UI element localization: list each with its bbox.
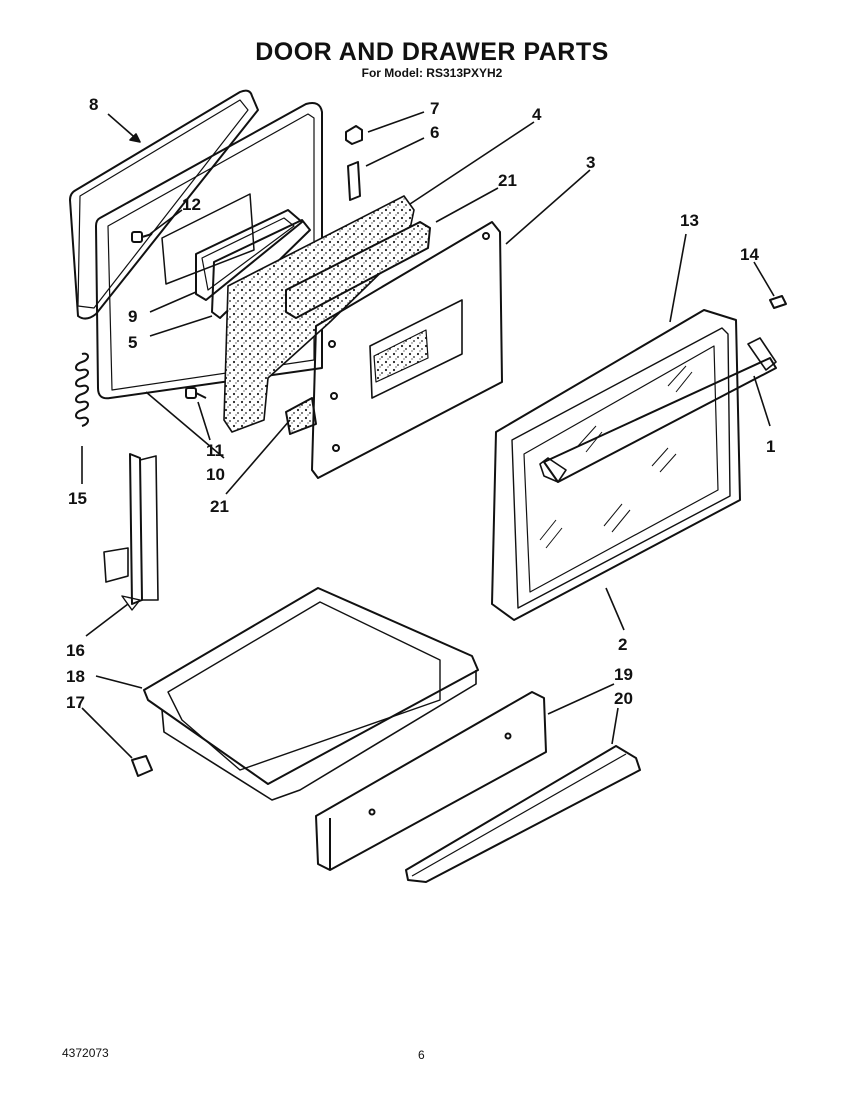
drawer-part-18: [143, 587, 479, 801]
door-gasket-part-8: [69, 89, 259, 320]
callout-18: 18: [66, 667, 85, 686]
door-spring-part-15: [75, 352, 89, 427]
callout-13: 13: [680, 211, 699, 230]
door-frame-part-13: [491, 309, 741, 621]
callout-1: 1: [766, 437, 776, 456]
spacer-block-upper-part-21: [285, 221, 431, 319]
window-frame-part-9: [195, 209, 303, 301]
callout-15: 15: [68, 489, 87, 508]
callout-5: 5: [128, 333, 138, 352]
hinge-clip-part-6: [347, 161, 361, 201]
callout-2: 2: [618, 635, 628, 654]
model-subtitle: For Model: RS313PXYH2: [361, 66, 503, 80]
callout-19: 19: [614, 665, 633, 684]
bracket-part-7: [345, 125, 363, 145]
callout-21-upper: 21: [498, 171, 517, 190]
callout-17: 17: [66, 693, 85, 712]
handle-screw-part-14: [769, 295, 787, 309]
drawer-trim-part-20: [405, 745, 641, 883]
callout-9: 9: [128, 307, 138, 326]
inner-door-panel-part-10: [95, 102, 323, 400]
callout-8: 8: [89, 95, 99, 114]
callout-3: 3: [586, 153, 596, 172]
callout-21-lower: 21: [210, 497, 229, 516]
callout-10: 10: [206, 465, 225, 484]
callout-7: 7: [430, 99, 440, 118]
callout-14: 14: [740, 245, 759, 264]
callout-leaders: [81, 111, 775, 759]
screw-part-11: [185, 387, 207, 399]
door-hinge-part-16: [103, 453, 159, 611]
screw-part-12: [131, 231, 153, 243]
callout-11: 11: [206, 441, 224, 460]
callout-12: 12: [182, 195, 201, 214]
door-handle-part-1: [539, 337, 777, 483]
page-number: 6: [418, 1048, 425, 1062]
spacer-block-lower-part-21: [285, 397, 317, 435]
drawer-glide-part-17: [131, 755, 153, 777]
callout-16: 16: [66, 641, 85, 660]
callout-20: 20: [614, 689, 633, 708]
outer-door-panel-part-3: [311, 221, 503, 479]
drawer-front-part-19: [315, 691, 547, 871]
document-number: 4372073: [62, 1046, 109, 1060]
callout-6: 6: [430, 123, 440, 142]
callout-4: 4: [532, 105, 542, 124]
page-title: DOOR AND DRAWER PARTS: [255, 38, 609, 66]
